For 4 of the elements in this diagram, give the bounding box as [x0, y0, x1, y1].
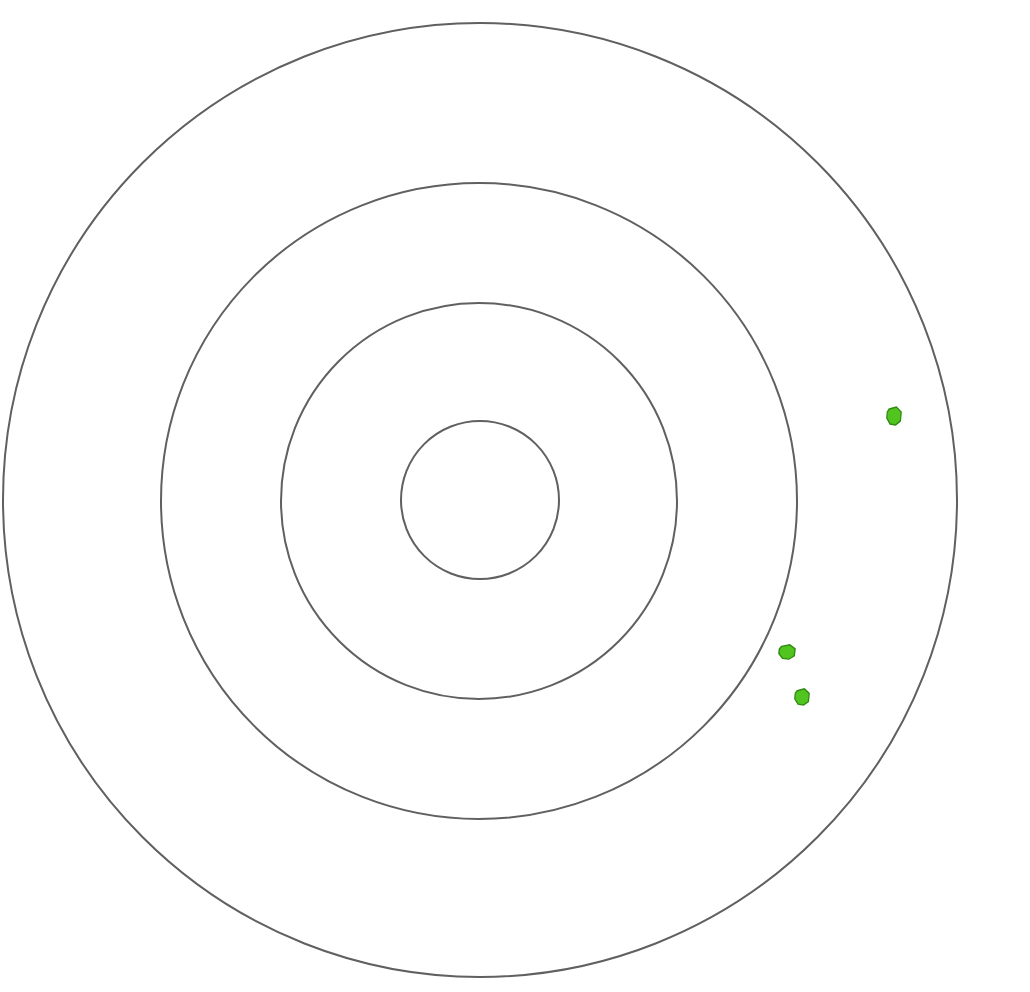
- concentric-circle: [160, 182, 798, 820]
- concentric-circle: [280, 302, 678, 700]
- concentric-circle: [2, 22, 958, 978]
- concentric-circle: [400, 420, 560, 580]
